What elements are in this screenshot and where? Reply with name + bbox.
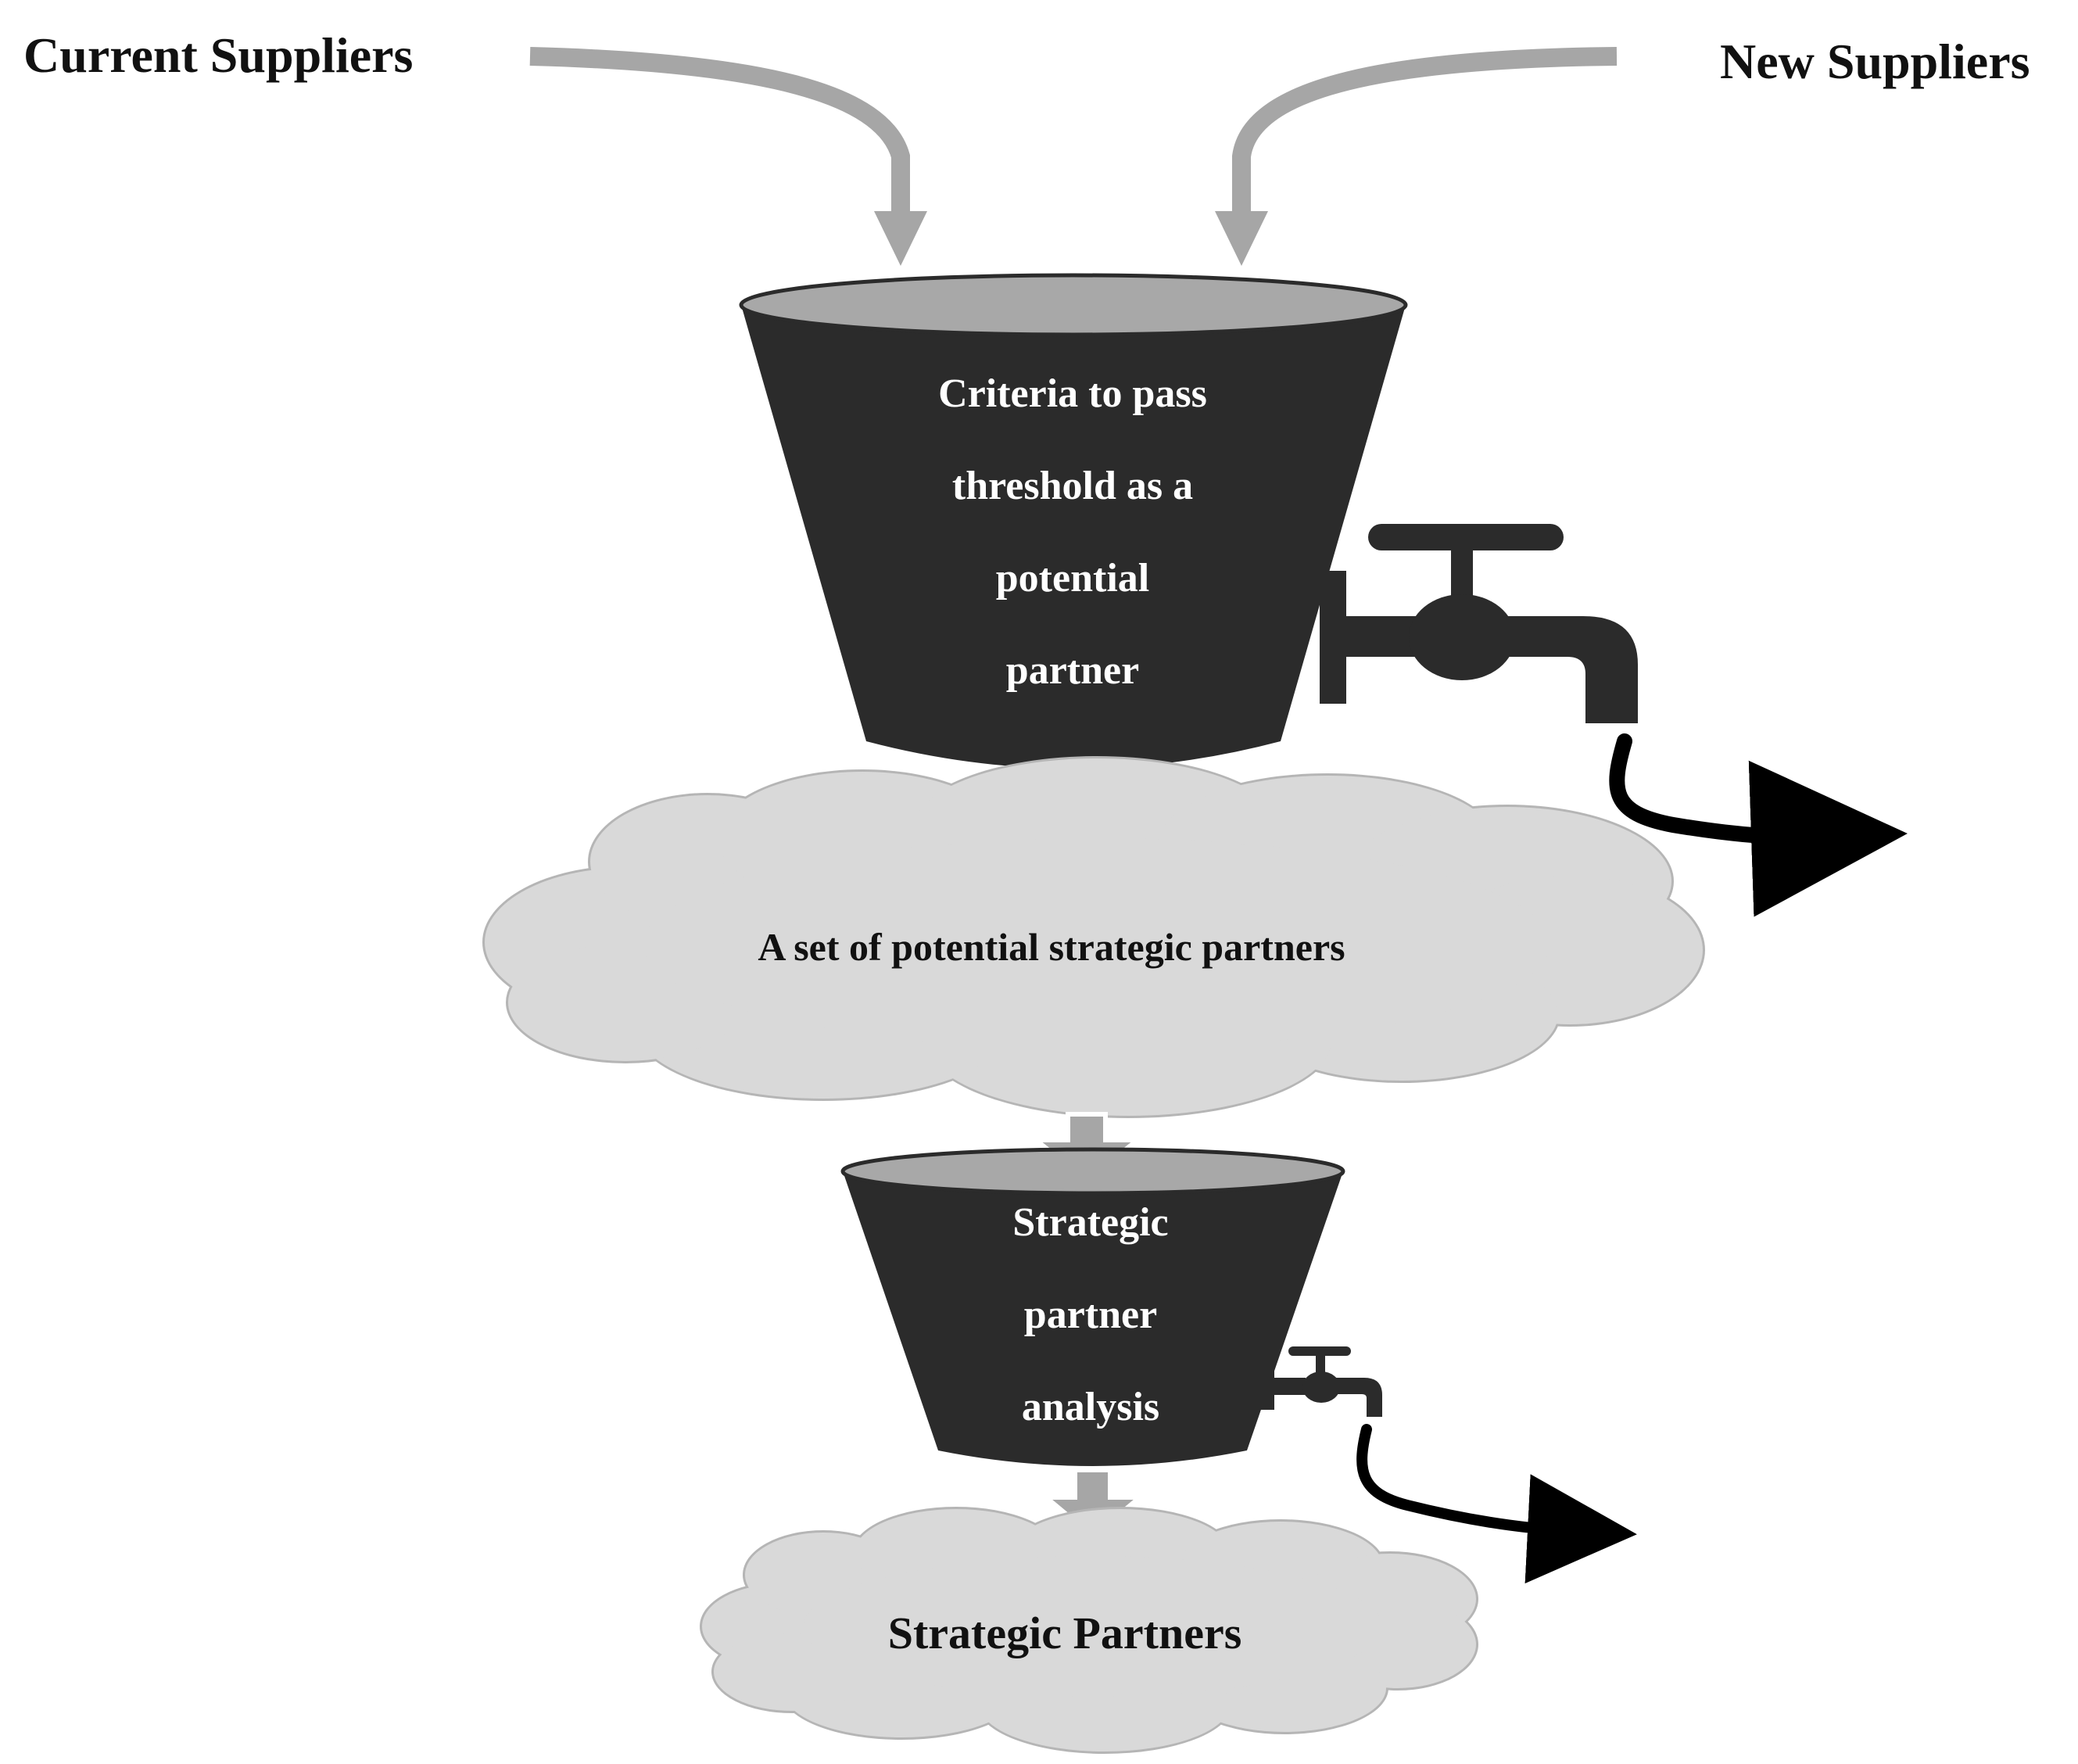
strategic-partners-label: Strategic Partners (888, 1608, 1242, 1658)
new-suppliers-label: New Suppliers (1720, 34, 2030, 89)
potential-partners-cloud (482, 756, 1705, 1118)
faucet-icon (1320, 524, 1638, 723)
funnel1-line-1: Criteria to pass (938, 371, 1207, 416)
threshold-funnel (739, 273, 1408, 769)
funnel1-line-4: partner (1006, 648, 1139, 693)
new-suppliers-arrow-icon (1215, 47, 1618, 266)
current-suppliers-arrow-icon (529, 47, 927, 266)
reject-arrow-1-icon (1609, 733, 1908, 917)
strategic-partners-cloud (700, 1507, 1478, 1754)
funnel2-line-1: Strategic (1012, 1200, 1168, 1245)
funnel2-line-2: partner (1024, 1293, 1157, 1337)
analysis-funnel (840, 1147, 1345, 1466)
small-faucet-icon (1260, 1346, 1382, 1417)
current-suppliers-label: Current Suppliers (23, 27, 413, 83)
reject-arrow-2-icon (1356, 1424, 1637, 1584)
funnel1-line-2: threshold as a (952, 464, 1193, 508)
potential-partners-label: A set of potential strategic partners (758, 925, 1345, 969)
funnel1-line-3: potential (996, 556, 1149, 601)
funnel2-line-3: analysis (1022, 1385, 1159, 1429)
